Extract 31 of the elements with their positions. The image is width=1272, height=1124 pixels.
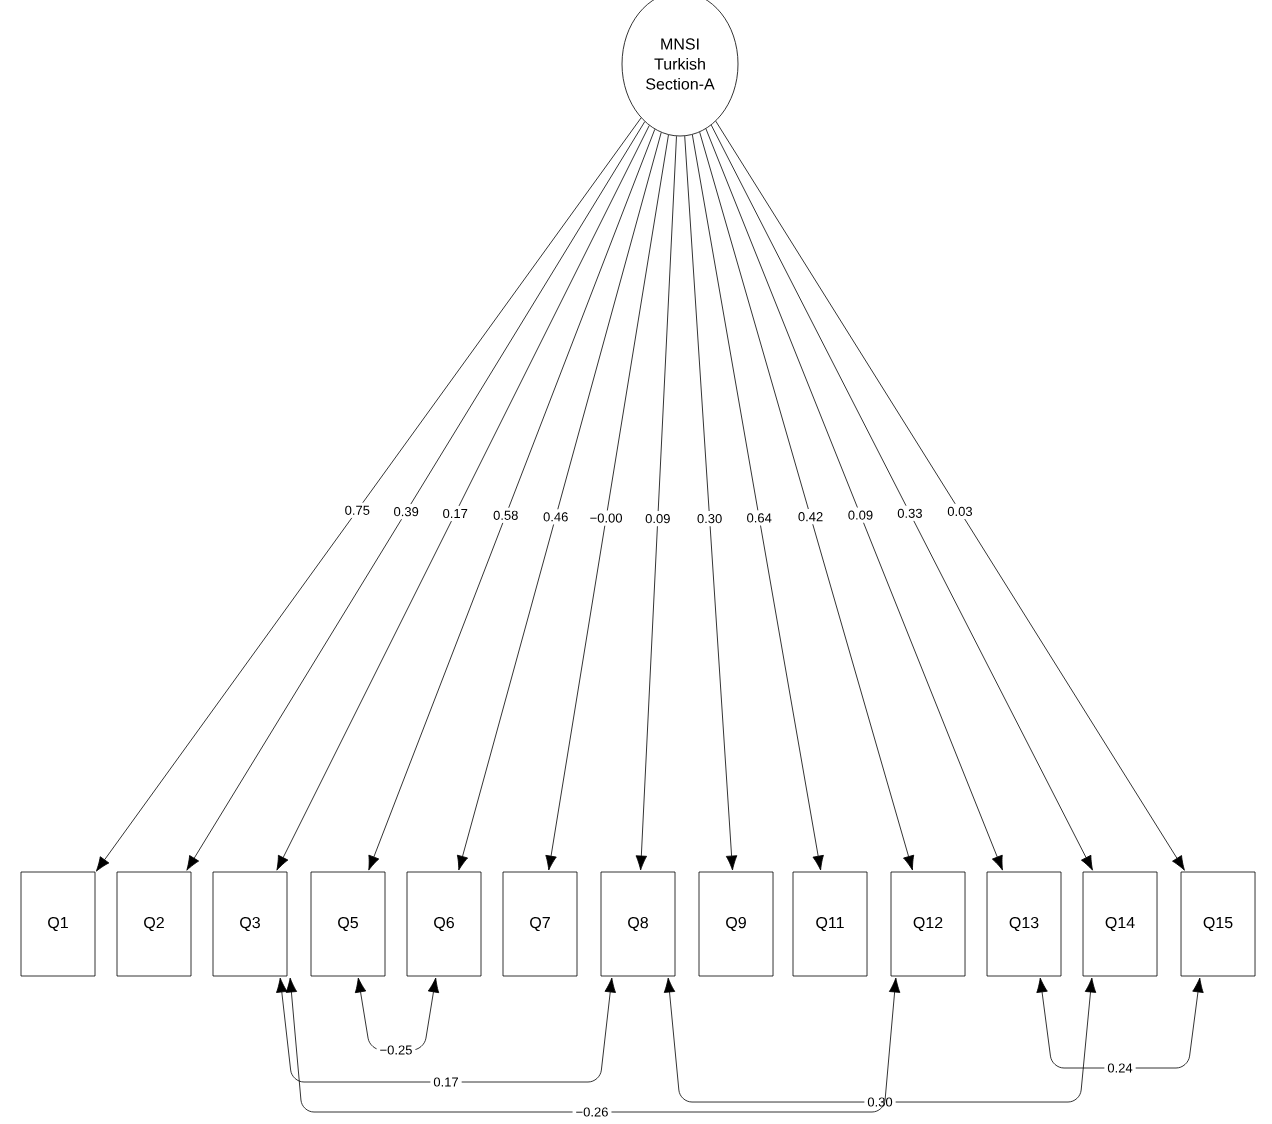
loading-arrow [456, 132, 662, 871]
covariance-arrow [663, 977, 1097, 1103]
loading-arrow [691, 134, 824, 871]
item-box: Q2 [116, 871, 192, 977]
loading-arrow [276, 125, 650, 871]
item-box: Q13 [986, 871, 1062, 977]
loading-arrow [684, 135, 738, 871]
loading-arrow [186, 121, 646, 871]
item-box: Q6 [406, 871, 482, 977]
item-box: Q15 [1180, 871, 1256, 977]
loading-arrow [705, 128, 1003, 871]
item-box: Q7 [502, 871, 578, 977]
item-box: Q12 [890, 871, 966, 977]
covariance-arrow [354, 977, 440, 1051]
loading-arrow [95, 117, 642, 872]
loading-arrow [710, 124, 1093, 871]
item-box: Q5 [310, 871, 386, 977]
covariance-arrow [285, 977, 901, 1113]
loading-arrow [368, 128, 656, 871]
loading-arrow [635, 135, 677, 871]
item-box: Q11 [792, 871, 868, 977]
item-box: Q9 [698, 871, 774, 977]
item-box: Q8 [600, 871, 676, 977]
loading-arrow [715, 120, 1185, 871]
covariance-arrow [276, 977, 616, 1083]
loading-arrow [699, 131, 915, 871]
item-box: Q1 [20, 871, 96, 977]
item-box: Q3 [212, 871, 288, 977]
covariance-arrow [1036, 977, 1204, 1069]
loading-arrow [545, 134, 669, 871]
item-box: Q14 [1082, 871, 1158, 977]
